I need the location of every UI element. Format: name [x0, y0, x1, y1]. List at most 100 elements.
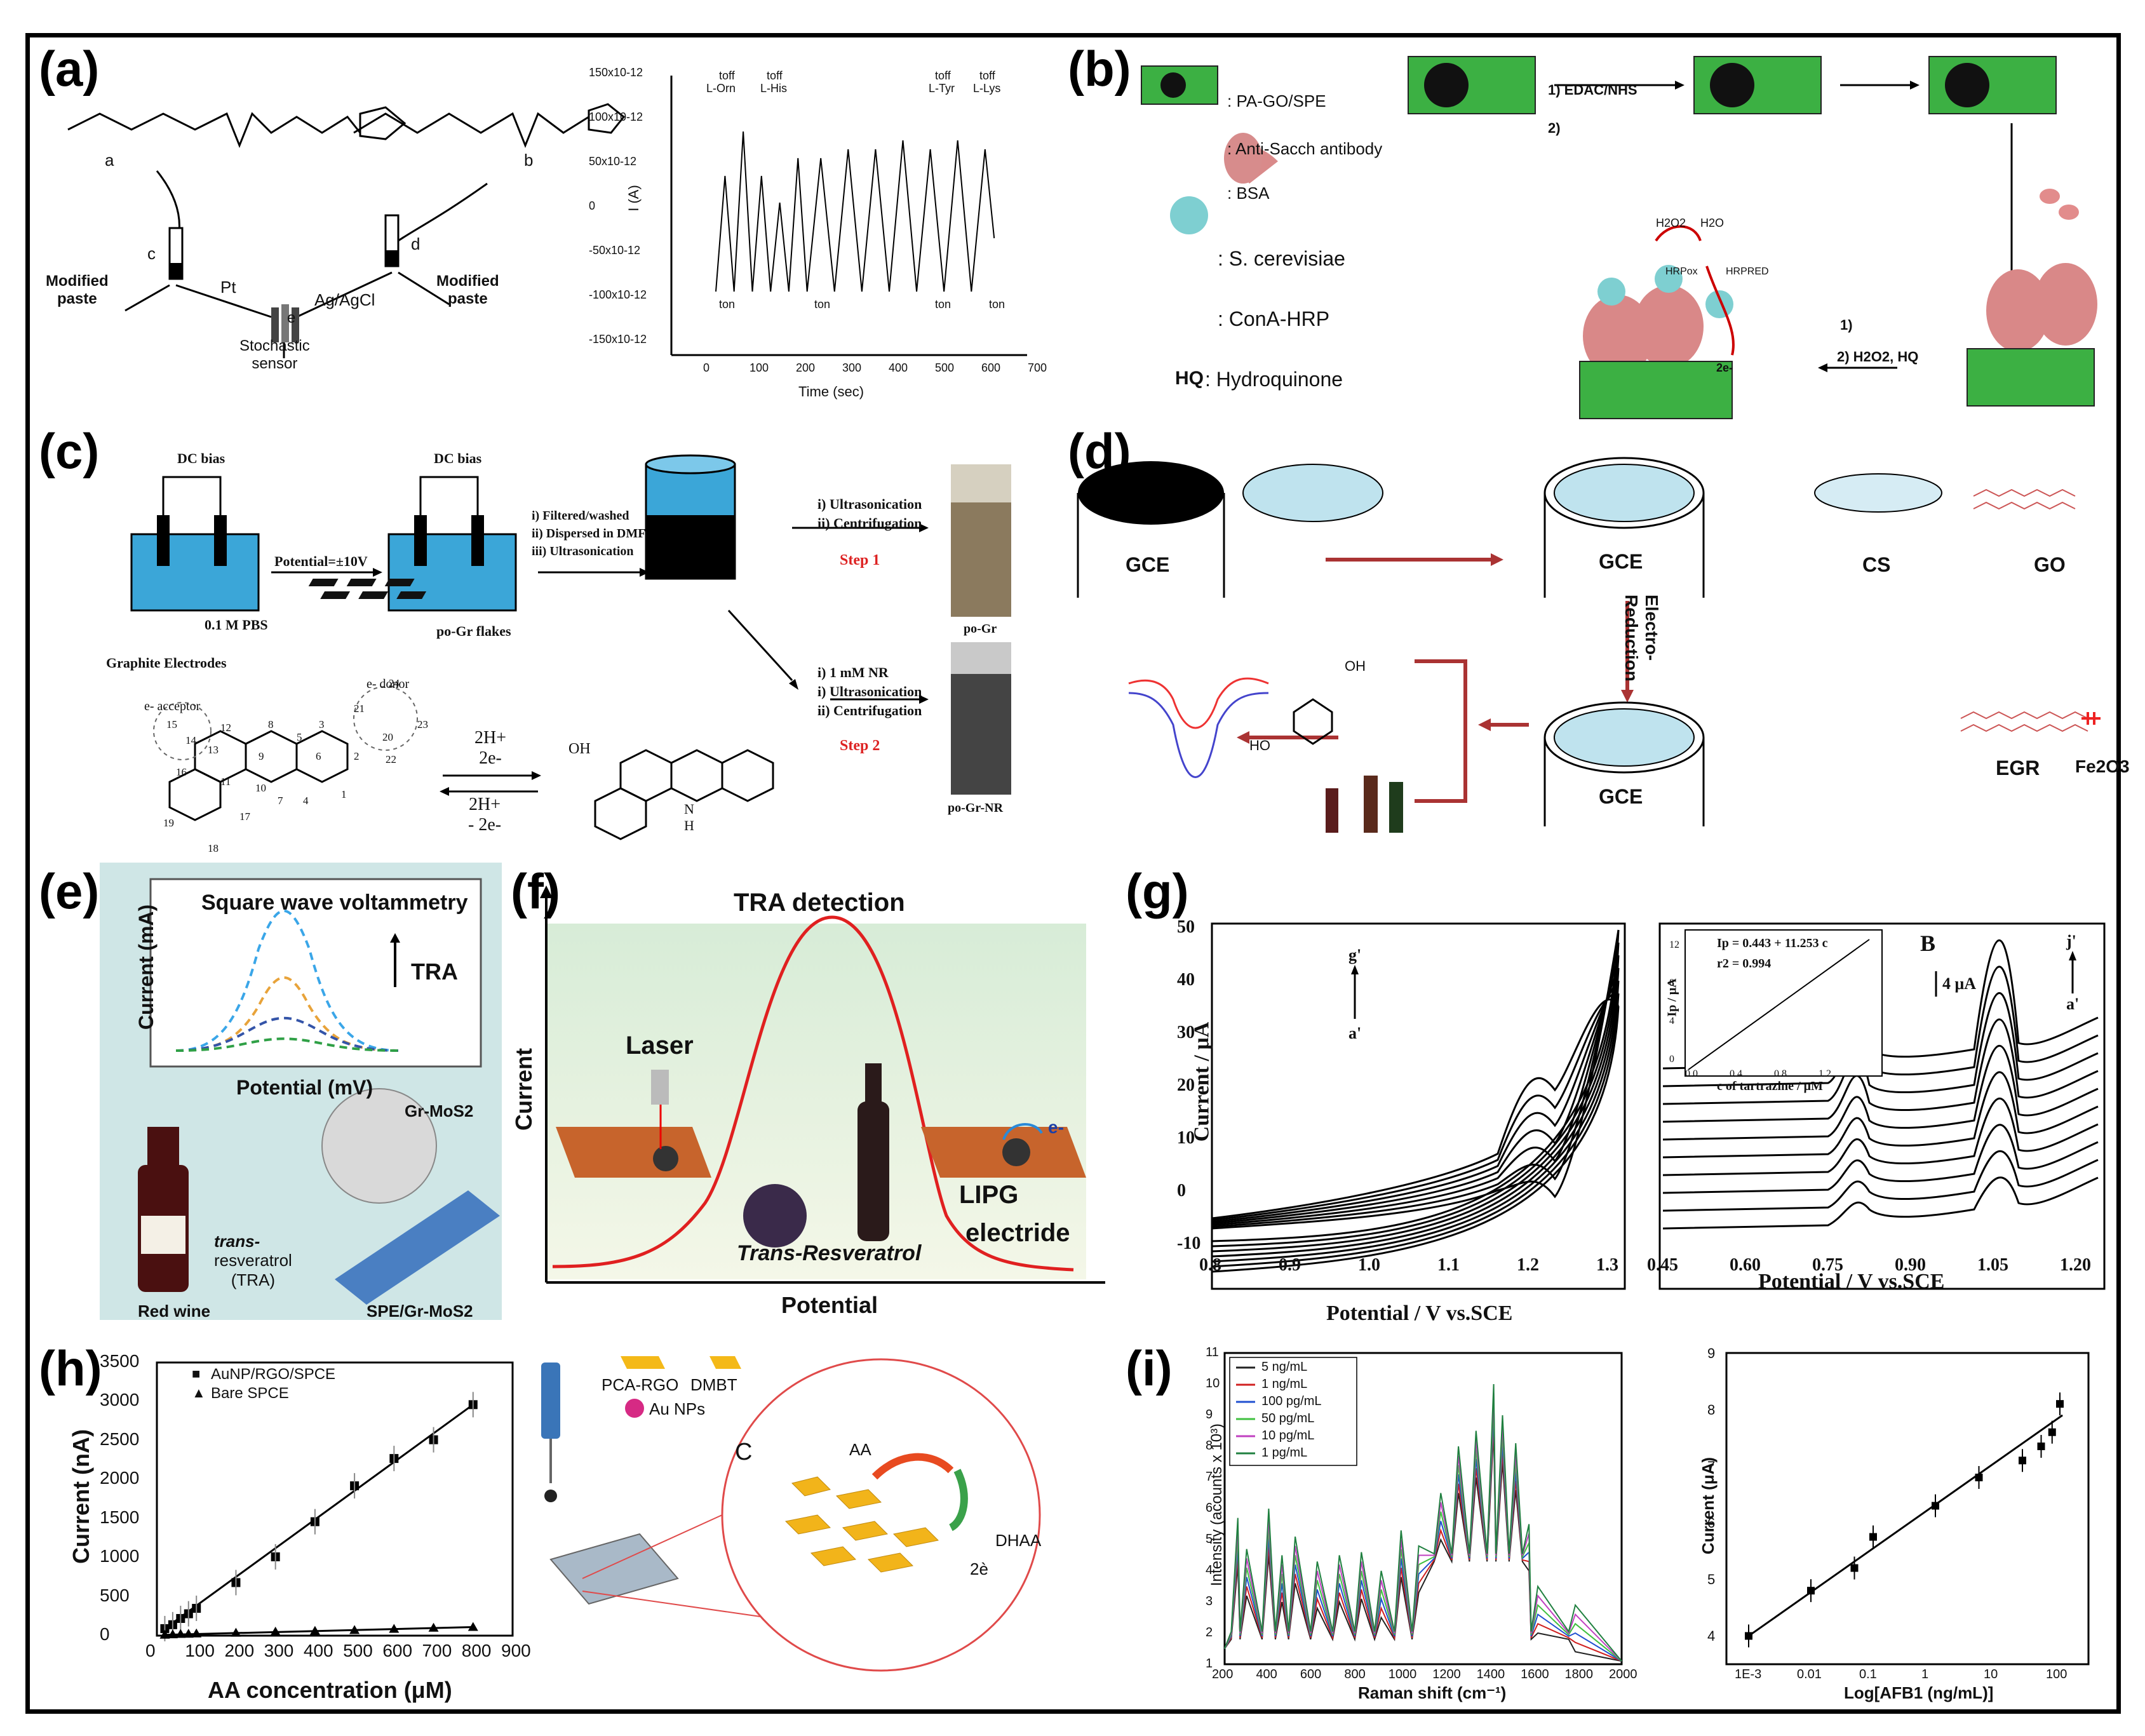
po-gr-nr-label: po-Gr-NR — [948, 801, 1004, 815]
calibration-point — [2037, 1443, 2045, 1450]
g-right-xtick: 1.20 — [2060, 1255, 2091, 1275]
g-inset-ytick: 0 — [1669, 1054, 1674, 1065]
cv-forward-curve — [1211, 929, 1620, 1230]
i-right-ytick: 6 — [1707, 1515, 1716, 1531]
i-legend-item: 100 pg/mL — [1261, 1394, 1322, 1408]
laser-label: Laser — [626, 1032, 694, 1060]
h-xtick: 800 — [461, 1641, 492, 1660]
nh-label: N H — [684, 801, 694, 833]
cv-forward-curve — [1211, 992, 1619, 1221]
ring-number: 15 — [166, 718, 177, 730]
a-annotation-ton: ton — [814, 298, 831, 311]
g-right-xtick: 0.60 — [1730, 1255, 1761, 1275]
step-antibody: 2) — [1548, 120, 1561, 136]
h-xtick: 900 — [501, 1641, 531, 1660]
bare-point — [175, 1629, 186, 1638]
calibration-point — [2018, 1457, 2026, 1465]
panel-e-xlabel: Potential (mV) — [236, 1076, 373, 1099]
i-left-ytick: 10 — [1206, 1376, 1220, 1390]
electron-label: e- — [1048, 1117, 1064, 1137]
a-ytick: 150x10-12 — [589, 66, 643, 79]
a-xtick: 300 — [842, 361, 862, 374]
hydroxyl-label: OH — [568, 741, 591, 757]
legend-square-marker: ■ — [192, 1366, 201, 1382]
panel-f-schematic — [540, 885, 1105, 1284]
ring-number: 2 — [354, 750, 360, 762]
a-ytick: 100x10-12 — [589, 111, 643, 123]
dhaa-label: DHAA — [995, 1531, 1042, 1550]
h-xtick: 300 — [264, 1641, 294, 1660]
panel-g-b-label: B — [1920, 931, 1936, 956]
h-xtick: 200 — [224, 1641, 255, 1660]
h-xtick: 400 — [303, 1641, 333, 1660]
panel-c-label: (c) — [39, 423, 100, 479]
i-left-ytick: 9 — [1206, 1408, 1213, 1422]
panel-a-schematic — [67, 76, 1027, 358]
g-left-ytick: 40 — [1177, 970, 1195, 990]
ring-number: 16 — [176, 766, 187, 778]
calibration-point — [1975, 1474, 1983, 1481]
i-left-xtick: 200 — [1212, 1667, 1234, 1681]
step-h2o2-hq: 2) H2O2, HQ — [1837, 349, 1919, 365]
i-left-ytick: 5 — [1206, 1532, 1213, 1546]
i-left-xtick: 1600 — [1521, 1667, 1549, 1681]
dmbt-label: DMBT — [690, 1375, 737, 1394]
a-current-line — [715, 131, 995, 292]
calibration-point — [1745, 1632, 1752, 1640]
reaction-backward: 2H+ - 2e- — [468, 795, 502, 835]
aa-label: AA — [849, 1440, 871, 1459]
h-ytick: 2500 — [100, 1429, 140, 1449]
two-electron-h-label: 2è — [970, 1559, 988, 1578]
swv-title: Square wave voltammetry — [201, 891, 468, 915]
panel-d-schematic — [1077, 457, 2101, 833]
panel-f-label: (f) — [511, 863, 560, 919]
calibration-fit — [1748, 1414, 2063, 1637]
g-left-xtick: 1.3 — [1596, 1255, 1618, 1275]
ring-number: 8 — [268, 718, 274, 730]
process-step: i) Filtered/washed — [532, 509, 629, 523]
i-right-xtick: 1 — [1921, 1667, 1929, 1681]
bare-point — [309, 1625, 320, 1635]
calibration-point — [1850, 1564, 1859, 1572]
b-legend-item: : BSA — [1227, 184, 1270, 203]
ring-number: 9 — [259, 750, 264, 762]
i-left-xtick: 2000 — [1609, 1667, 1637, 1681]
ring-number: 12 — [220, 722, 231, 734]
g-inset-ytick: 8 — [1669, 978, 1674, 988]
i-left-xtick: 400 — [1256, 1667, 1277, 1681]
i-left-ytick: 8 — [1206, 1439, 1213, 1453]
bare-point — [183, 1629, 194, 1638]
a-annotation-ton: ton — [719, 298, 736, 311]
i-left-ytick: 11 — [1206, 1345, 1219, 1359]
h-ytick: 1000 — [100, 1546, 140, 1566]
ring-number: 14 — [185, 734, 196, 746]
panel-g: (g) Current / μA Potential / V vs.SCE Po… — [1117, 860, 2121, 1342]
i-legend-box — [1229, 1357, 1357, 1466]
b-legend-item: : PA-GO/SPE — [1227, 91, 1326, 111]
g-left-ytick: 30 — [1177, 1023, 1195, 1042]
panel-h-xlabel: AA concentration (μM) — [208, 1677, 452, 1703]
b-legend-item: : Hydroquinone — [1205, 368, 1343, 391]
cv-curves — [1211, 929, 1620, 1273]
panel-a-current-trace — [715, 131, 995, 292]
b-legend-item: : ConA-HRP — [1218, 307, 1330, 330]
bare-point — [428, 1622, 439, 1632]
a-annotation-toff: toff — [979, 69, 995, 82]
panel-i-label: (i) — [1126, 1340, 1173, 1396]
raman-spectra — [1224, 1357, 1622, 1662]
g-inset-ytick: 12 — [1669, 939, 1679, 950]
legend-triangle-marker: ▲ — [192, 1385, 206, 1401]
panel-a-label: (a) — [39, 41, 100, 97]
ring-number: 1 — [341, 788, 347, 800]
i-right-ytick: 5 — [1707, 1571, 1716, 1588]
gr-mos2-label: Gr-MoS2 — [405, 1101, 474, 1120]
panel-d: (d) — [1059, 420, 2130, 865]
h2o2-label: H2O2 — [1656, 217, 1686, 229]
dpv-curve — [1662, 1098, 2099, 1176]
a-xtick: 400 — [889, 361, 908, 374]
panel-c-schematic — [130, 454, 1011, 840]
po-gr-label: po-Gr — [964, 622, 997, 636]
panel-a-ylabel: I (A) — [625, 185, 642, 212]
a-annotation-tyr: L-Tyr — [929, 82, 955, 95]
panel-f: (f) TRA detection Laser LIPG electride T… — [502, 860, 1121, 1342]
